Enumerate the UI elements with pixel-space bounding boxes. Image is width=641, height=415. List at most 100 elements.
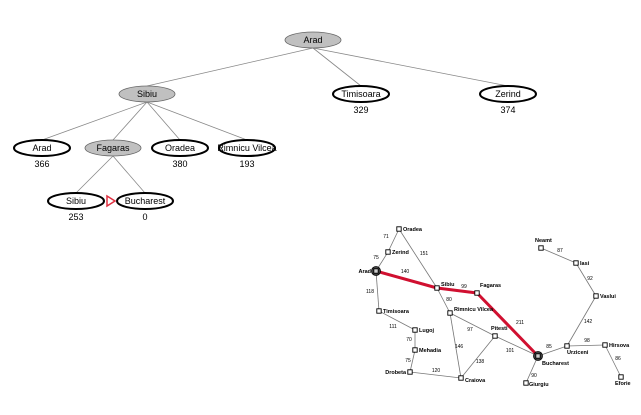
road-distance-label: 151 <box>420 251 429 257</box>
city-square-icon <box>458 375 464 381</box>
city-square-icon <box>407 369 413 375</box>
city-name-label: Mehadia <box>419 348 442 354</box>
tree-node-shape <box>118 85 176 103</box>
tree-node-label: Fagaras <box>96 143 130 153</box>
road-distance-label: 98 <box>584 338 590 344</box>
city-name-label: Giurgiu <box>529 382 549 388</box>
city-hirsova: Hirsova <box>602 342 630 349</box>
path-segment <box>435 286 479 295</box>
city-name-label: Neamt <box>535 238 552 244</box>
tree-node-shape <box>284 31 342 49</box>
city-square-icon <box>376 308 382 314</box>
tree-node-fagaras: Fagaras <box>84 139 142 157</box>
road-mehadia-drobeta <box>409 349 416 373</box>
city-name-label: Drobeta <box>385 370 407 376</box>
road-distance-label: 80 <box>446 297 452 303</box>
tree-node-shape <box>84 139 142 157</box>
tree-node-cost: 380 <box>172 159 187 169</box>
city-square-icon <box>618 374 624 380</box>
road-vaslui-iasi <box>575 262 597 297</box>
tree-node-shape <box>47 192 105 210</box>
city-name-label: Arad <box>358 269 371 275</box>
path-segment <box>475 291 540 358</box>
tree-node-shape <box>218 139 276 157</box>
road-distance-label: 138 <box>476 359 485 365</box>
city-square-icon <box>447 310 453 316</box>
goal-marker-icon <box>106 194 117 208</box>
tree-node-label: Zerind <box>495 89 521 99</box>
tree-edge <box>312 47 362 87</box>
city-name-label: Zerind <box>392 250 409 256</box>
road-distance-label: 86 <box>615 356 621 362</box>
city-neamt: Neamt <box>535 238 552 251</box>
city-name-label: Vaslui <box>600 294 616 300</box>
city-craiova: Craiova <box>458 375 486 384</box>
city-eforie: Eforie <box>615 374 631 387</box>
city-square-icon <box>523 380 529 386</box>
tree-node-cost: 329 <box>353 105 368 115</box>
city-square-icon <box>538 245 544 251</box>
road-distance-label: 87 <box>557 248 563 254</box>
city-sibiu: Sibiu <box>434 282 454 291</box>
road-distance-label: 85 <box>546 344 552 350</box>
tree-node-shape <box>116 192 174 210</box>
road-drobeta-craiova <box>409 371 462 379</box>
romania-map-solution-path <box>374 269 540 358</box>
road-distance-label: 142 <box>584 319 593 325</box>
tree-node-shape <box>479 85 537 103</box>
city-mehadia: Mehadia <box>412 347 442 354</box>
city-square-icon <box>373 268 379 274</box>
city-vaslui: Vaslui <box>593 293 616 300</box>
city-lugoj: Lugoj <box>412 327 434 334</box>
road-distance-label: 92 <box>587 276 593 282</box>
road-distance-label: 99 <box>461 284 467 290</box>
city-name-label: Hirsova <box>609 343 630 349</box>
road-distance-label: 146 <box>455 344 464 350</box>
tree-node-shape <box>13 139 71 157</box>
tree-node-cost: 253 <box>68 212 83 222</box>
road-urziceni-hirsova <box>566 344 606 347</box>
road-distance-label: 71 <box>383 234 389 240</box>
tree-edge <box>75 155 114 194</box>
city-name-label: Fagaras <box>480 283 501 289</box>
road-bucharest-giurgiu <box>525 355 539 384</box>
city-square-icon <box>564 343 570 349</box>
city-square-icon <box>434 285 440 291</box>
city-name-label: Pitesti <box>491 326 508 332</box>
tree-edge <box>146 101 248 141</box>
road-rimnicu-craiova <box>449 312 462 379</box>
city-zerind: Zerind <box>385 249 409 256</box>
city-name-label: Sibiu <box>441 282 454 288</box>
road-distance-label: 75 <box>405 358 411 364</box>
road-oradea-zerind <box>387 228 400 253</box>
road-hirsova-eforie <box>604 344 622 378</box>
road-craiova-pitesti <box>460 335 496 379</box>
city-timisoara: Timisoara <box>376 308 410 315</box>
city-name-label: Craiova <box>465 378 486 384</box>
city-drobeta: Drobeta <box>385 369 413 376</box>
city-giurgiu: Giurgiu <box>523 380 549 388</box>
city-square-icon <box>535 353 541 359</box>
tree-edge <box>146 101 181 141</box>
road-distance-label: 70 <box>406 337 412 343</box>
road-oradea-sibiu <box>398 228 438 289</box>
city-square-icon <box>396 226 402 232</box>
tree-node-cost: 193 <box>239 159 254 169</box>
road-distance-label: 140 <box>401 269 410 275</box>
tree-node-cost: 366 <box>34 159 49 169</box>
tree-node-label: Arad <box>303 35 322 45</box>
city-name-label: Lugoj <box>419 328 434 334</box>
city-square-icon <box>412 347 418 353</box>
city-name-label: Eforie <box>615 381 631 387</box>
road-bucharest-urziceni <box>537 345 568 357</box>
city-square-icon <box>573 260 579 266</box>
